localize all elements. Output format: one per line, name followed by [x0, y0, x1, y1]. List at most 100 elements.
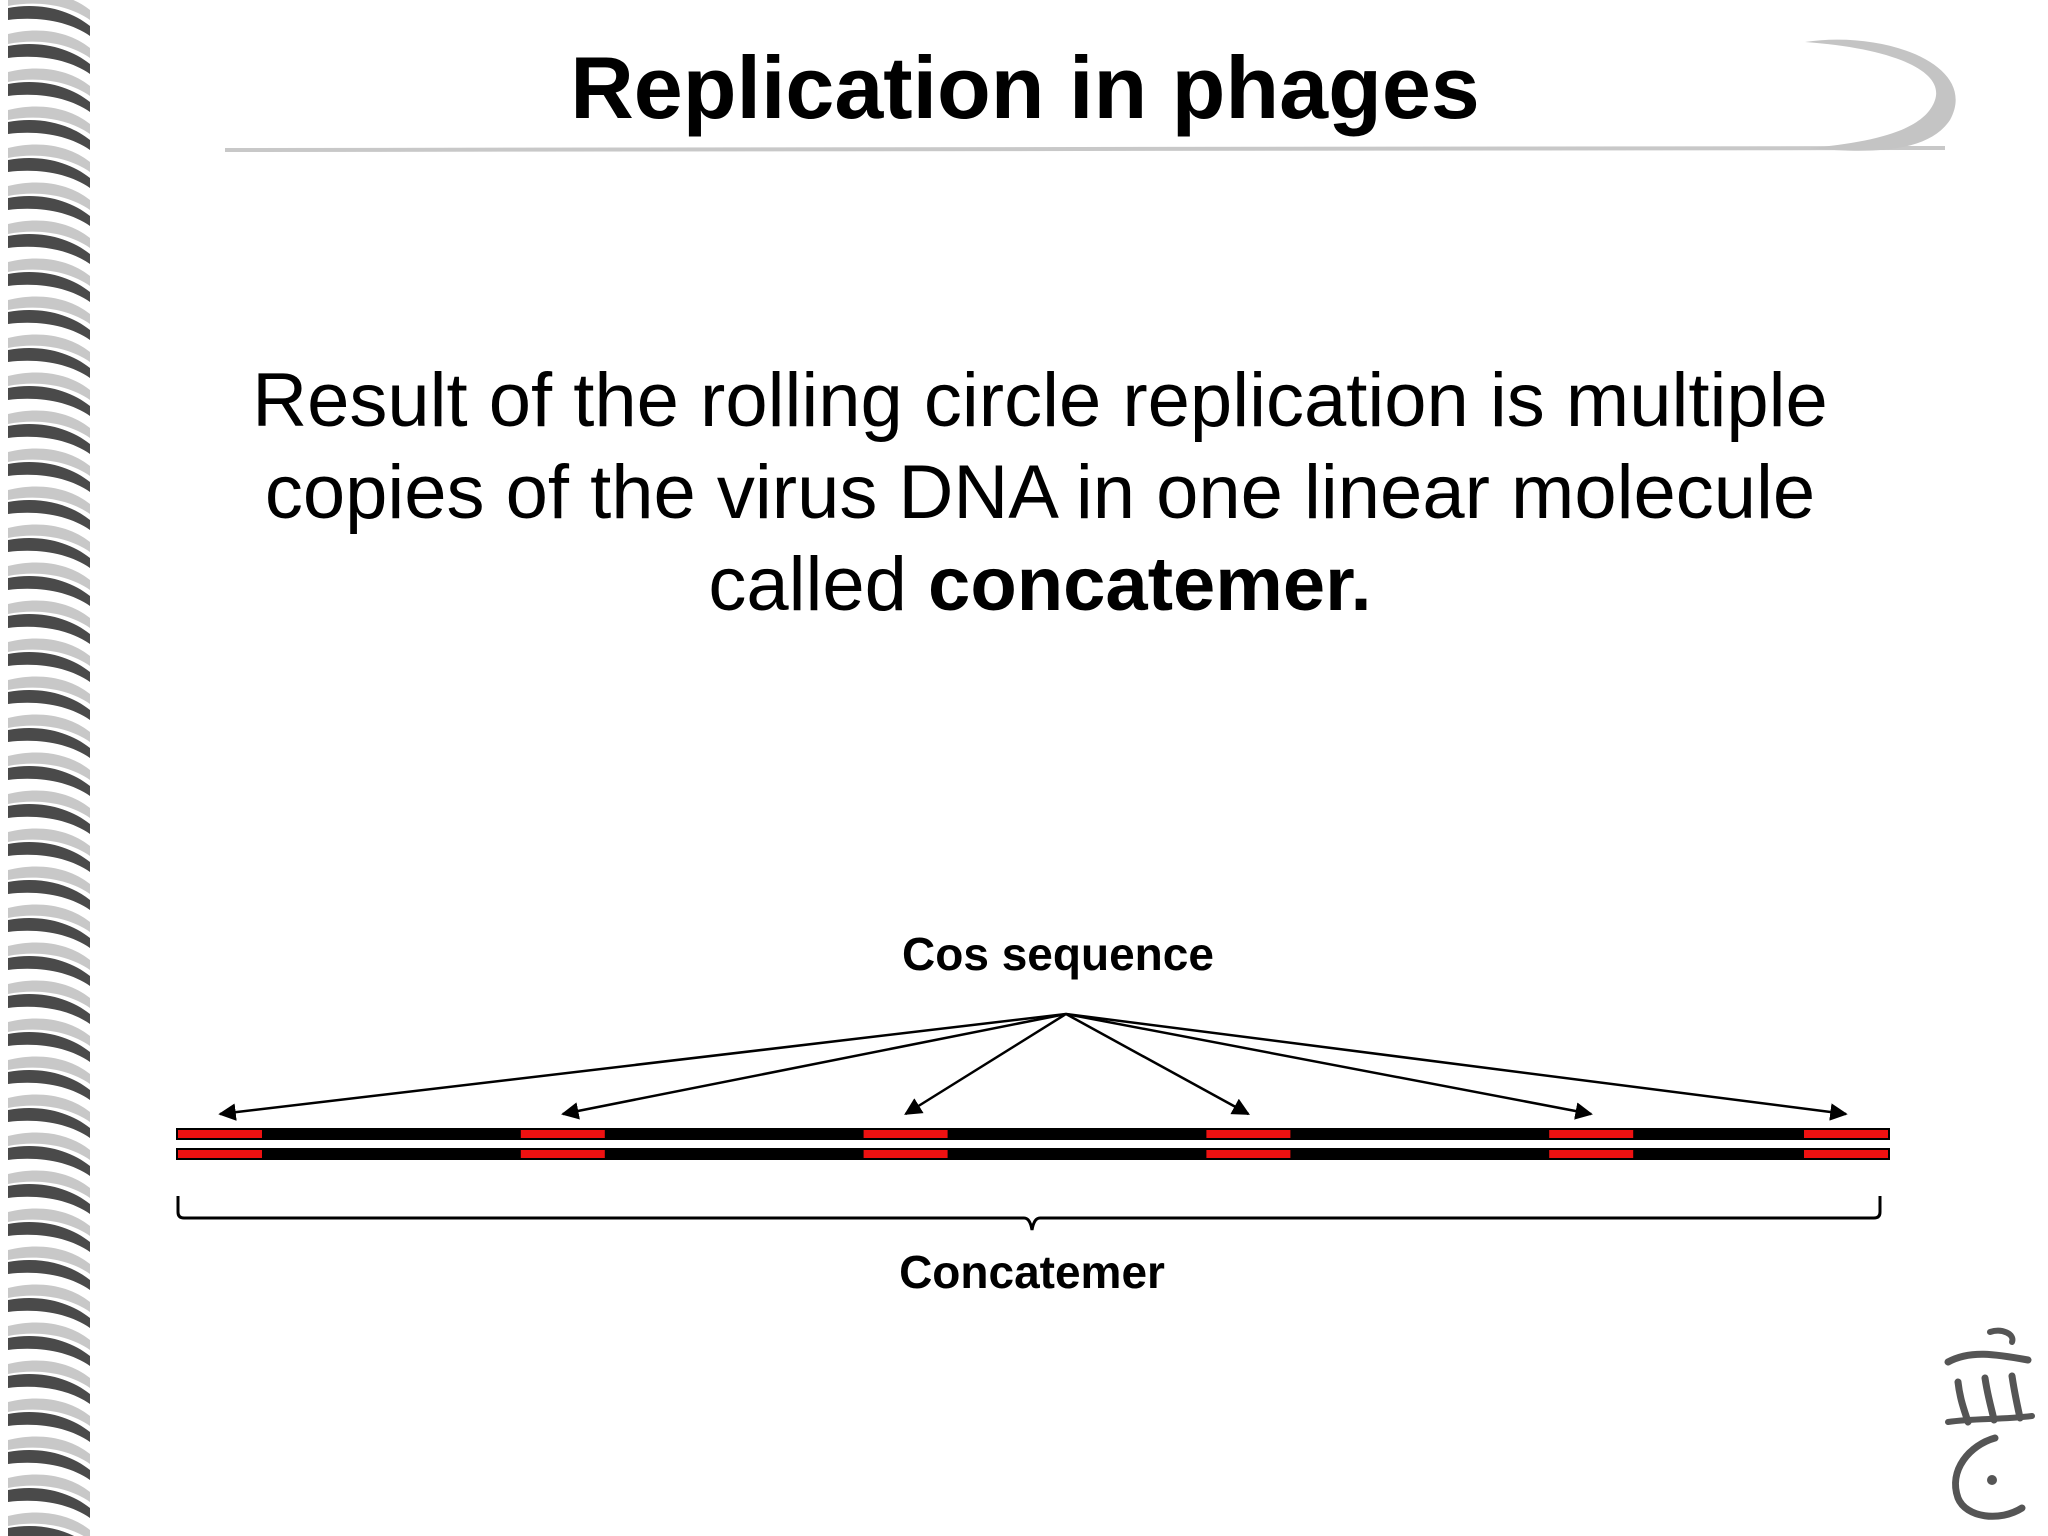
helix-turn-dark: [8, 1412, 90, 1442]
helix-turn-dark: [8, 1032, 90, 1062]
body-text: Result of the rolling circle replication…: [170, 355, 1910, 631]
helix-turn-dark: [8, 1450, 90, 1480]
helix-turn-light: [8, 1474, 90, 1502]
corner-logo: [1944, 1327, 2035, 1520]
helix-turn-light: [8, 1246, 90, 1274]
helix-turn-light: [8, 1056, 90, 1084]
helix-turn-light: [8, 30, 90, 58]
helix-turn-light: [8, 1360, 90, 1388]
helix-turn-light: [8, 1208, 90, 1236]
cos-site: [520, 1150, 605, 1158]
cos-site: [1206, 1150, 1291, 1158]
helix-turn-light: [8, 524, 90, 552]
helix-turn-light: [8, 334, 90, 362]
cos-sequence-label: Cos sequence: [902, 928, 1214, 980]
dna-strands: [176, 1128, 1890, 1160]
cos-site: [1206, 1130, 1291, 1138]
helix-turn-dark: [8, 1222, 90, 1252]
helix-turn-light: [8, 68, 90, 96]
cos-site: [1549, 1150, 1634, 1158]
helix-turn-dark: [8, 1336, 90, 1366]
helix-turn-light: [8, 1132, 90, 1160]
cos-arrow: [218, 1012, 1067, 1121]
helix-turn-light: [8, 980, 90, 1008]
helix-turn-light: [8, 790, 90, 818]
cos-site: [1549, 1130, 1634, 1138]
cos-arrow: [1065, 1012, 1593, 1120]
concatemer-brace: [176, 1196, 1882, 1231]
helix-turn-dark: [8, 1108, 90, 1138]
helix-turn-dark: [8, 538, 90, 568]
helix-turn-light: [8, 752, 90, 780]
body-text-main: Result of the rolling circle replication…: [252, 358, 1828, 627]
cos-arrow: [561, 1012, 1067, 1120]
cos-arrow: [904, 1012, 1067, 1116]
helix-turn-light: [8, 1018, 90, 1046]
title-underline: [225, 146, 1945, 152]
helix-turn-dark: [8, 234, 90, 264]
helix-turn-dark: [8, 728, 90, 758]
helix-turn-dark: [8, 1070, 90, 1100]
helix-turn-dark: [8, 690, 90, 720]
helix-turn-dark: [8, 1488, 90, 1518]
helix-turn-light: [8, 676, 90, 704]
helix-turn-light: [8, 448, 90, 476]
helix-turn-light: [8, 904, 90, 932]
helix-turn-dark: [8, 310, 90, 340]
concatemer-label: Concatemer: [899, 1246, 1165, 1298]
helix-turn-light: [8, 372, 90, 400]
slide-title: Replication in phages: [570, 38, 1480, 137]
helix-turn-dark: [8, 462, 90, 492]
helix-turn-dark: [8, 120, 90, 150]
helix-turn-light: [8, 866, 90, 894]
helix-turn-dark: [8, 1374, 90, 1404]
helix-turn-light: [8, 258, 90, 286]
helix-turn-dark: [8, 1526, 74, 1536]
helix-turn-light: [8, 714, 90, 742]
helix-turn-dark: [8, 614, 90, 644]
helix-turn-dark: [8, 576, 90, 606]
cos-arrows: [218, 1012, 1848, 1121]
cos-arrow: [1065, 1012, 1250, 1116]
helix-turn-light: [8, 1094, 90, 1122]
helix-turn-light: [8, 562, 90, 590]
helix-turn-light: [8, 220, 90, 248]
helix-turn-dark: [8, 386, 90, 416]
helix-turn-light: [8, 410, 90, 438]
helix-turn-dark: [8, 804, 90, 834]
cos-site: [1804, 1150, 1888, 1158]
cos-arrow: [1065, 1012, 1848, 1121]
cos-site: [863, 1150, 948, 1158]
helix-turn-dark: [8, 1260, 90, 1290]
helix-turn-light: [8, 638, 90, 666]
helix-turn-dark: [8, 158, 90, 188]
swoosh-decoration: [1805, 39, 1956, 151]
dna-helix-border: [8, 0, 90, 1536]
helix-turn-light: [8, 1322, 90, 1350]
helix-turn-dark: [8, 6, 90, 37]
helix-turn-light: [8, 296, 90, 324]
helix-turn-light: [8, 1170, 90, 1198]
cos-site: [863, 1130, 948, 1138]
helix-turn-light: [8, 182, 90, 210]
concatemer-diagram: Cos sequence Concatemer: [176, 928, 1890, 1298]
helix-turn-dark: [8, 652, 90, 682]
helix-turn-dark: [8, 994, 90, 1024]
helix-turn-dark: [8, 918, 90, 948]
helix-turn-light: [8, 1284, 90, 1312]
helix-turn-light: [8, 106, 90, 134]
helix-turn-dark: [8, 842, 90, 872]
helix-turn-dark: [8, 196, 90, 226]
cos-site: [1804, 1130, 1888, 1138]
helix-turn-dark: [8, 82, 90, 112]
helix-turn-light: [8, 1512, 90, 1536]
helix-turn-dark: [8, 500, 90, 530]
helix-turn-dark: [8, 1184, 90, 1214]
cos-site: [178, 1130, 262, 1138]
helix-turn-light: [8, 486, 90, 514]
helix-turn-light: [8, 0, 90, 20]
helix-turn-dark: [8, 1146, 90, 1176]
helix-turn-dark: [8, 348, 90, 378]
helix-turn-dark: [8, 766, 90, 796]
helix-turn-dark: [8, 1298, 90, 1328]
